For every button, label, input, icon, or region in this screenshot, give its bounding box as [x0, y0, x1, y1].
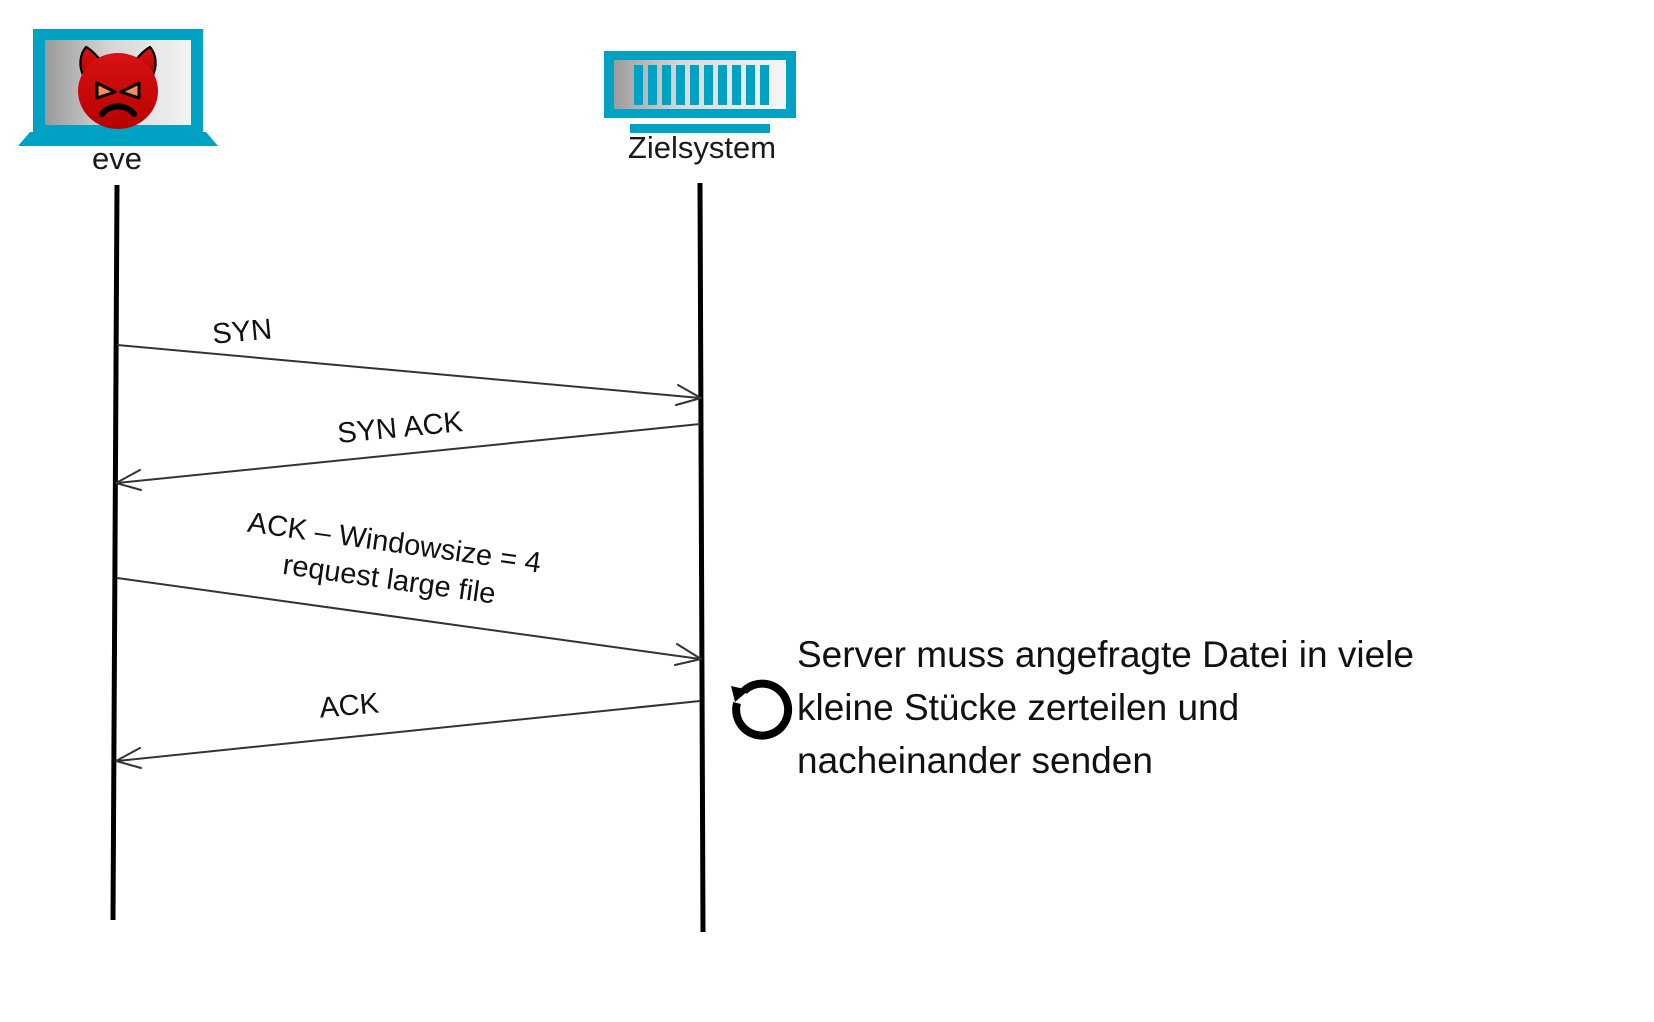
- actor-label-zielsystem: Zielsystem: [628, 130, 776, 165]
- message-label-syn: SYN: [211, 313, 273, 350]
- message-syn-ack[interactable]: SYN ACK: [115, 406, 701, 491]
- zielsystem-lifeline: [697, 182, 706, 933]
- devil-eye-right: [119, 81, 141, 100]
- devil-face: [78, 53, 158, 129]
- loop-arrowhead: [731, 686, 749, 702]
- arrowhead-left-syn-ack: [115, 469, 142, 491]
- server-rack-icon: [604, 51, 796, 133]
- message-label-ack-windowsize-group: ACK – Windowsize = 4 request large file: [246, 507, 543, 611]
- actor-label-eve: eve: [92, 141, 142, 176]
- arrowhead-right-syn: [675, 384, 702, 406]
- message-ack-line: [116, 700, 701, 762]
- note-line-1: Server muss angefragte Datei in viele: [797, 634, 1414, 675]
- refresh-loop-icon: [731, 679, 793, 740]
- message-label-syn-ack: SYN ACK: [336, 406, 465, 450]
- rack-base: [630, 124, 770, 133]
- eve-lifeline: [110, 184, 120, 921]
- message-syn[interactable]: SYN: [116, 313, 702, 406]
- message-syn-line: [116, 344, 701, 399]
- actor-eve[interactable]: eve: [18, 29, 218, 176]
- arrowhead-left-ack: [115, 747, 142, 769]
- message-ack-windowsize[interactable]: ACK – Windowsize = 4 request large file: [116, 507, 702, 666]
- rack-slots: [634, 65, 769, 105]
- message-ack-windowsize-line: [116, 577, 701, 660]
- message-ack[interactable]: ACK: [115, 687, 701, 769]
- laptop-base: [18, 132, 218, 146]
- note-annotation: Server muss angefragte Datei in viele kl…: [731, 634, 1414, 781]
- note-line-3: nacheinander senden: [797, 740, 1153, 781]
- devil-eye-left: [95, 81, 117, 100]
- arrowhead-right-ack-windowsize: [674, 643, 702, 666]
- loop-circle: [732, 679, 793, 740]
- message-syn-ack-line: [116, 423, 701, 484]
- devil-mouth: [99, 103, 137, 117]
- message-label-ack: ACK: [318, 687, 381, 724]
- laptop-devil-icon: [18, 29, 218, 146]
- actor-zielsystem[interactable]: Zielsystem: [604, 51, 796, 165]
- note-line-2: kleine Stücke zerteilen und: [797, 687, 1239, 728]
